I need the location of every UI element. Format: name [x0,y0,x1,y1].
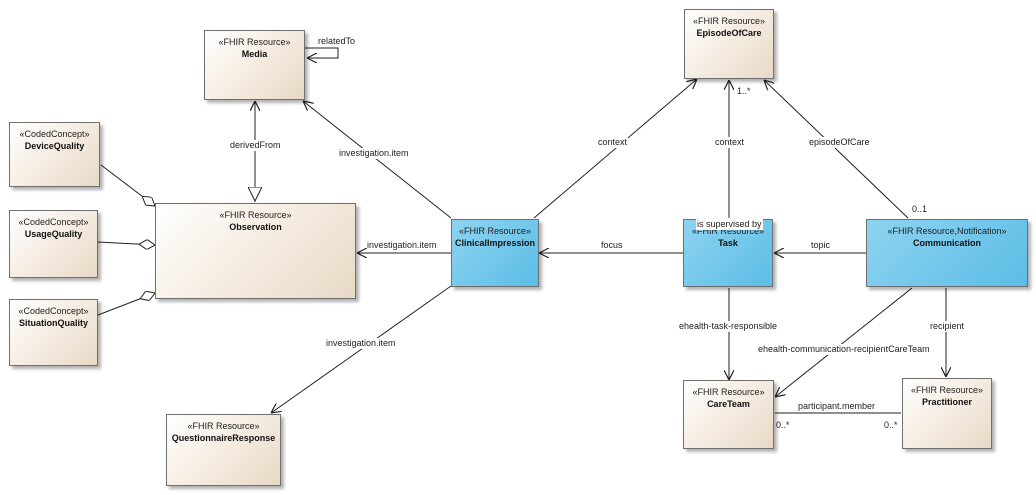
stereotype-label: «FHIR Resource» [910,385,984,395]
label-investigation-item-questionnaire: investigation.item [325,338,397,349]
stereotype-label: «FHIR Resource» [458,226,532,236]
class-name: QuestionnaireResponse [171,433,276,443]
stereotype-label: «FHIR Resource» [219,210,292,220]
label-related-to: relatedTo [318,36,356,46]
label-episode-of-care: episodeOfCare [808,137,871,148]
label-context-task: context [714,137,746,148]
label-multiplicity-careteam: 0..* [776,420,790,430]
class-name: DeviceQuality [24,141,85,151]
label-multiplicity-episode: 1..* [737,86,751,96]
class-name: SituationQuality [18,318,88,328]
label-recipient: recipient [929,321,966,332]
edge-clinical-episode-context [533,79,697,219]
label-multiplicity-communication-episode: 0..1 [912,204,928,214]
class-care-team[interactable]: «FHIR Resource» CareTeam [683,380,774,449]
label-topic: topic [811,240,831,250]
class-name: Communication [912,238,981,248]
stereotype-label: «FHIR Resource» [187,421,260,431]
edge-clinical-media [303,101,452,219]
edge-communication-episode [764,80,909,219]
stereotype-label: «FHIR Resource» [691,226,765,236]
edge-media-related-to [305,47,339,58]
edge-clinical-questionnaire [271,285,452,413]
class-observation[interactable]: «FHIR Resource» Observation [155,203,356,299]
label-focus: focus [601,240,623,250]
class-usage-quality[interactable]: «CodedConcept» UsageQuality [9,210,98,278]
stereotype-label: «CodedConcept» [19,129,90,139]
stereotype-label: «CodedConcept» [18,217,89,227]
label-investigation-item-media: investigation.item [338,148,410,159]
class-questionnaire-response[interactable]: «FHIR Resource» QuestionnaireResponse [166,414,281,486]
class-episode-of-care[interactable]: «FHIR Resource» EpisodeOfCare [684,9,774,79]
class-name: Observation [229,222,282,232]
class-device-quality[interactable]: «CodedConcept» DeviceQuality [9,122,100,187]
label-derived-from: derivedFrom [229,140,282,151]
label-is-supervised-by: is supervised by [696,219,763,230]
label-multiplicity-practitioner: 0..* [884,420,898,430]
stereotype-label: «FHIR Resource,Notification» [887,226,1007,236]
label-ehealth-task-responsible: ehealth-task-responsible [678,321,779,332]
class-clinical-impression[interactable]: «FHIR Resource» ClinicalImpression [451,219,539,287]
edge-situation-quality-observation [97,293,155,316]
stereotype-label: «FHIR Resource» [218,37,291,47]
class-media[interactable]: «FHIR Resource» Media [204,30,305,100]
class-name: UsageQuality [24,229,83,239]
edge-communication-careteam [775,287,913,397]
class-situation-quality[interactable]: «CodedConcept» SituationQuality [9,299,98,366]
class-name: Task [718,238,738,248]
stereotype-label: «CodedConcept» [18,306,89,316]
edge-usage-quality-observation [97,242,155,245]
class-name: Media [241,49,268,59]
class-name: Practitioner [921,397,972,407]
class-practitioner[interactable]: «FHIR Resource» Practitioner [902,378,992,449]
class-name: CareTeam [707,399,750,409]
label-context-clinical: context [597,137,629,148]
class-communication[interactable]: «FHIR Resource,Notification» Communicati… [866,219,1028,287]
stereotype-label: «FHIR Resource» [692,16,766,26]
label-ehealth-communication-recipient-careteam: ehealth-communication-recipientCareTeam [757,344,931,355]
class-name: EpisodeOfCare [696,28,762,38]
stereotype-label: «FHIR Resource» [692,387,765,397]
class-name: ClinicalImpression [454,238,536,248]
edge-device-quality-observation [100,164,155,206]
label-participant-member: participant.member [797,401,877,412]
class-task[interactable]: «FHIR Resource» Task [683,219,773,287]
label-investigation-item-observation: investigation.item [367,240,437,250]
